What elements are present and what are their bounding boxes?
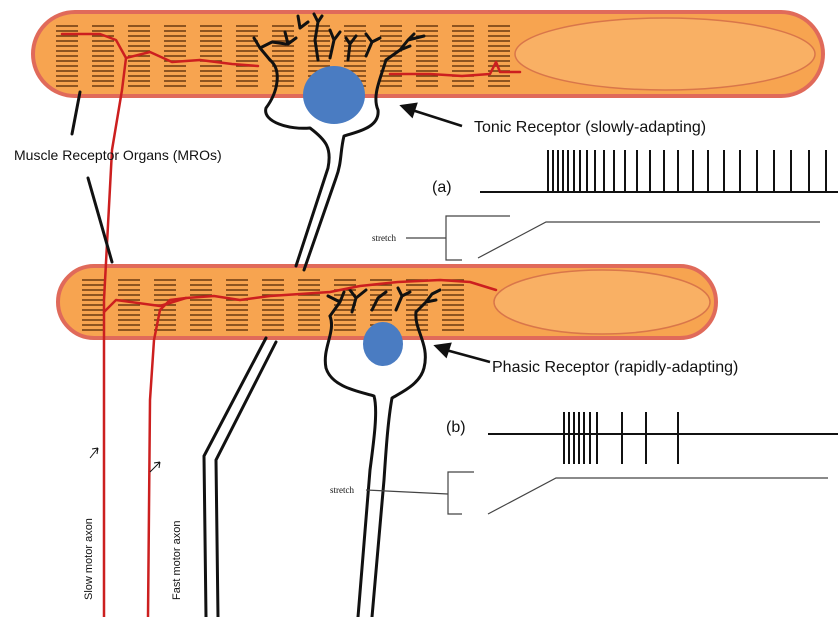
stretch-bracket-a: [446, 216, 510, 260]
phasic-receptor-label: Phasic Receptor (rapidly-adapting): [492, 359, 738, 376]
upper-muscle-end: [515, 18, 815, 90]
slow-axon-arrow: [90, 448, 98, 458]
fast-axon-label: Fast motor axon: [171, 521, 183, 600]
tonic-cell-nucleus: [303, 66, 365, 124]
stretch-bracket-b: [448, 472, 474, 514]
tonic-receptor-label: Tonic Receptor (slowly-adapting): [474, 119, 706, 136]
phasic-spike-train: [488, 412, 838, 464]
stretch-trace-a: [406, 216, 820, 260]
sensory-nerve-inner: [216, 342, 276, 617]
stretch-trace-b: [366, 472, 828, 514]
mro-label: Muscle Receptor Organs (MROs): [14, 147, 222, 163]
phasic-cell-nucleus: [363, 322, 403, 366]
tonic-arrow-line: [412, 110, 462, 126]
stretch-label-a: stretch: [372, 233, 396, 243]
tonic-spike-train: [480, 150, 838, 192]
stretch-ramp-a: [478, 222, 820, 258]
stretch-ramp-b: [488, 478, 828, 514]
stretch-leader-b: [366, 490, 448, 494]
sensory-nerve-trunk: [204, 338, 276, 617]
phasic-spikes: [564, 412, 678, 464]
lower-muscle-end: [494, 270, 710, 334]
stretch-label-b: stretch: [330, 485, 354, 495]
mro-pointer-upper: [72, 92, 80, 134]
panel-a-label: (a): [432, 179, 452, 196]
fast-axon-arrow: [150, 462, 160, 472]
phasic-arrow-line: [446, 350, 490, 362]
tonic-spikes: [548, 150, 826, 192]
phasic-arrowhead: [436, 344, 450, 356]
panel-b-label: (b): [446, 419, 466, 436]
mro-pointers: [72, 92, 112, 262]
slow-axon-label: Slow motor axon: [83, 518, 95, 600]
tonic-arrowhead: [402, 104, 416, 116]
